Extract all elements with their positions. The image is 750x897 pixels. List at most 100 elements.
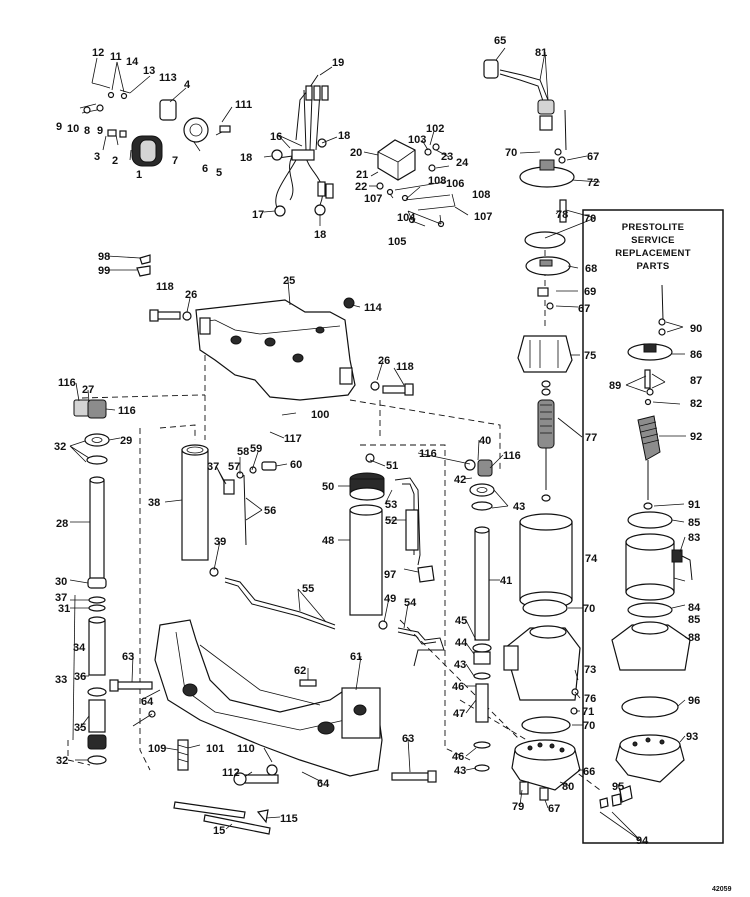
callout-label: 35 — [74, 722, 86, 734]
o-ring-part — [86, 455, 108, 465]
callout-label: 12 — [92, 47, 104, 59]
hose-part — [394, 477, 421, 566]
frame-bottom — [625, 583, 675, 601]
callout-label: 53 — [385, 499, 397, 511]
callout-label: 60 — [290, 459, 302, 471]
service-box-title-4: PARTS — [637, 261, 670, 272]
callout-label: 115 — [280, 813, 298, 825]
washer-part — [469, 483, 495, 497]
callout-label: 99 — [98, 265, 110, 277]
leader-dash — [67, 740, 91, 766]
washer-part — [84, 433, 110, 447]
rod-part — [173, 801, 246, 819]
callout-label: 44 — [455, 637, 468, 649]
cylinder-part — [349, 509, 383, 616]
connector-part — [317, 181, 326, 197]
ring-part — [88, 596, 106, 604]
callout-label: 112 — [222, 767, 240, 779]
washer-part — [546, 302, 554, 310]
callout-label: 30 — [55, 576, 67, 588]
callout-label: 8 — [84, 125, 90, 137]
nut-part — [428, 164, 436, 172]
callout-label: 70 — [584, 213, 596, 225]
bracket-hole — [182, 683, 198, 697]
connector-part — [321, 85, 329, 101]
callout-label: 46 — [452, 751, 464, 763]
bracket-hole — [315, 326, 325, 334]
callout-label: 48 — [322, 535, 334, 547]
bushing-part — [473, 651, 491, 665]
end-cap-boss — [539, 159, 555, 171]
rectifier-group — [376, 139, 456, 228]
liner-end — [88, 616, 106, 624]
o-ring-part — [627, 602, 673, 618]
callout-label: 9 — [97, 125, 103, 137]
callout-labels: 1 2 3 4 5 6 7 8 9 9 10 11 12 13 14 113 1… — [54, 35, 702, 847]
callout-label: 66 — [583, 766, 595, 778]
leader-dash — [360, 444, 471, 761]
fitting-part — [611, 793, 622, 807]
nut-part — [658, 318, 666, 326]
pin-part — [475, 683, 489, 723]
cylinder-top — [349, 504, 383, 516]
rods-15-group — [173, 801, 271, 835]
bolt-head-part — [537, 742, 543, 748]
callout-label: 89 — [609, 380, 621, 392]
bushing-part — [87, 577, 107, 589]
callout-label: 33 — [55, 674, 67, 686]
callout-label: 116 — [419, 448, 437, 460]
callout-label: 62 — [294, 665, 306, 677]
callout-label: 1 — [136, 169, 142, 181]
bolt-head-part — [527, 745, 533, 751]
screw-part — [83, 106, 91, 114]
callout-label: 26 — [185, 289, 197, 301]
callout-label: 93 — [686, 731, 698, 743]
washer-part — [646, 388, 654, 396]
frame-part — [519, 521, 573, 601]
callout-label: 36 — [74, 671, 86, 683]
callout-label: 43 — [513, 501, 525, 513]
callout-label: 56 — [264, 505, 276, 517]
callout-label: 34 — [73, 642, 86, 654]
bracket-hole — [264, 337, 276, 347]
swivel-bracket-group — [195, 297, 356, 401]
leader-line — [599, 811, 641, 841]
harness-wire — [275, 149, 324, 211]
callout-label: 49 — [384, 593, 396, 605]
callout-label: 7 — [172, 155, 178, 167]
washer-part — [644, 398, 652, 406]
lug-part — [539, 115, 553, 131]
catalog-code: 42059 — [712, 886, 732, 893]
bolt-head-part — [559, 747, 565, 753]
callout-label: 63 — [402, 733, 414, 745]
tube-line-part — [397, 627, 445, 667]
callout-label: 50 — [322, 481, 334, 493]
callout-label: 72 — [587, 177, 599, 189]
callout-label: 41 — [500, 575, 512, 587]
housing-ear — [503, 645, 519, 671]
callout-label: 43 — [454, 765, 466, 777]
callout-label: 42 — [454, 474, 466, 486]
callout-label: 70 — [505, 147, 517, 159]
screw-part — [539, 787, 549, 801]
callout-label: 116 — [503, 450, 521, 462]
callout-label: 31 — [58, 603, 70, 615]
callout-label: 92 — [690, 431, 702, 443]
callout-label: 23 — [441, 151, 453, 163]
cable-part — [499, 69, 549, 101]
nut-part — [432, 143, 440, 151]
ring-part — [472, 643, 492, 653]
fitting-part — [619, 785, 633, 803]
callout-label: 77 — [585, 432, 597, 444]
o-ring-part — [627, 511, 673, 529]
washer-part — [266, 764, 278, 776]
callout-label: 51 — [386, 460, 398, 472]
callout-label: 75 — [584, 350, 596, 362]
callout-label: 95 — [612, 781, 624, 793]
tube-bore — [186, 446, 204, 454]
callout-label: 65 — [494, 35, 506, 47]
callout-label: 29 — [120, 435, 132, 447]
bracket-edge — [199, 644, 321, 706]
callout-label: 47 — [453, 708, 465, 720]
switch-plate-part — [159, 99, 177, 121]
